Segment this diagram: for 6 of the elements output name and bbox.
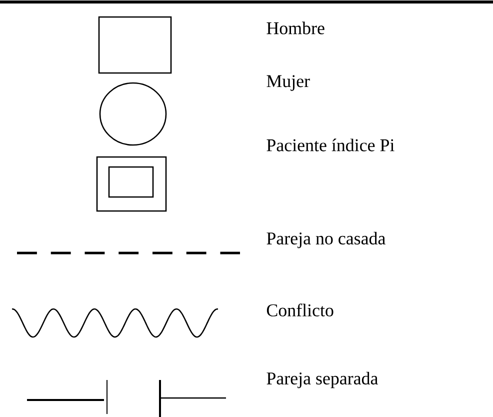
- legend-label: Paciente índice Pi: [266, 138, 394, 152]
- legend-label: Pareja separada: [266, 372, 378, 388]
- legend-label: Conflicto: [266, 304, 334, 316]
- legend-label: Mujer: [266, 75, 310, 91]
- legend-label: Pareja no casada: [266, 232, 386, 248]
- legend-label: Hombre: [266, 22, 324, 34]
